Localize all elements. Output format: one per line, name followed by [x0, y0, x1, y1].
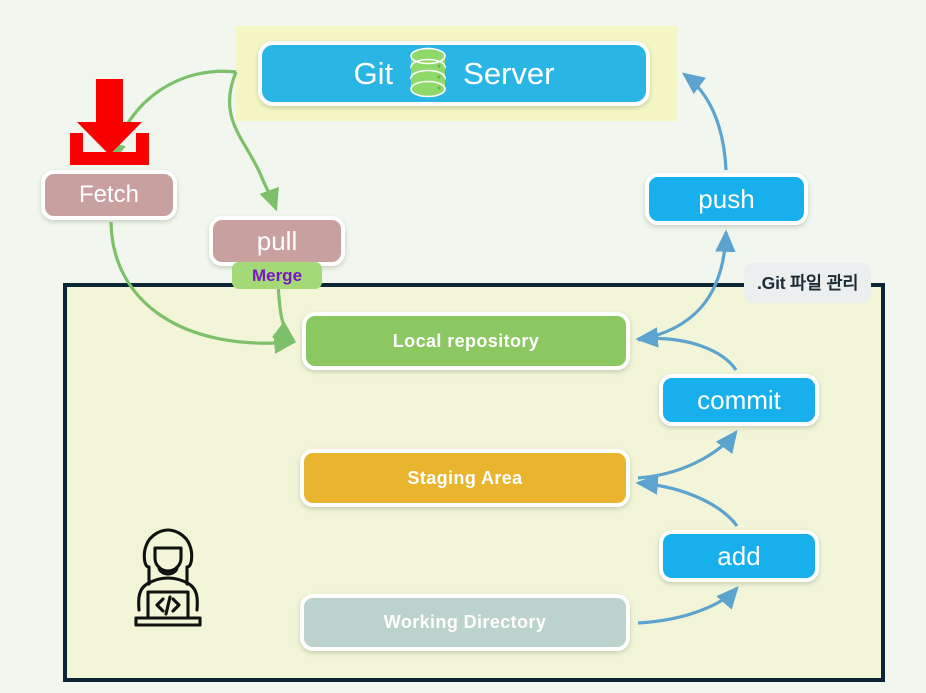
git-server-label-left: Git [353, 55, 394, 91]
commit-label: commit [697, 384, 781, 415]
pull-label: pull [256, 225, 298, 256]
git-server-label-right: Server [463, 55, 555, 91]
fetch-node[interactable]: Fetch [41, 170, 177, 220]
push-label: push [698, 183, 755, 214]
add-label: add [717, 540, 761, 571]
working-directory-node[interactable]: Working Directory [300, 594, 630, 651]
merge-badge[interactable]: Merge [232, 262, 322, 289]
pull-node[interactable]: pull [209, 216, 345, 266]
database-icon [407, 47, 449, 101]
download-icon [66, 77, 153, 165]
push-node[interactable]: push [645, 173, 808, 225]
add-node[interactable]: add [659, 530, 819, 582]
git-server-node[interactable]: Git Server [258, 41, 650, 106]
developer-at-laptop-icon [126, 526, 209, 630]
edge-push-to-server [681, 72, 728, 171]
commit-node[interactable]: commit [659, 374, 819, 426]
staging-area-node[interactable]: Staging Area [300, 449, 630, 507]
local-repository-node[interactable]: Local repository [302, 312, 630, 370]
merge-label: Merge [251, 265, 303, 285]
working-directory-label: Working Directory [383, 612, 547, 632]
local-repository-label: Local repository [392, 330, 540, 351]
staging-area-label: Staging Area [407, 467, 523, 488]
region-label: .Git 파일 관리 [744, 263, 872, 303]
fetch-label: Fetch [78, 181, 140, 208]
